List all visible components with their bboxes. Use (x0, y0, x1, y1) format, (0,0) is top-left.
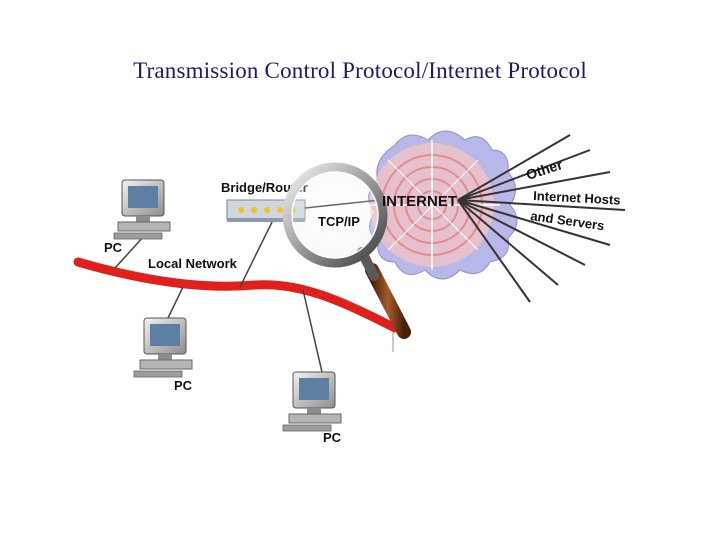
pc-top-label: PC (104, 240, 123, 255)
other-label: Other (524, 156, 565, 183)
and-servers-label: and Servers (530, 208, 606, 233)
pc-top-computer-icon (113, 179, 171, 240)
pc-bottom-label: PC (323, 430, 342, 445)
internet-cloud (368, 130, 518, 280)
internet-label: INTERNET (382, 193, 457, 210)
magnifying-glass-icon (282, 162, 411, 339)
local-network-cable (73, 257, 400, 333)
internet-host-connections (457, 134, 626, 303)
bridge-router-label: Bridge/Router (221, 180, 308, 195)
tcpip-label: TCP/IP (318, 214, 360, 229)
pc-drop-lines (114, 219, 323, 373)
pc-bottom-computer-icon (282, 371, 342, 432)
pc-mid-label: PC (174, 378, 193, 393)
local-network-label: Local Network (148, 256, 238, 271)
internet-hosts-label: Internet Hosts (533, 188, 621, 208)
pc-mid-computer-icon (133, 317, 193, 378)
slide-title: Transmission Control Protocol/Internet P… (133, 58, 587, 83)
